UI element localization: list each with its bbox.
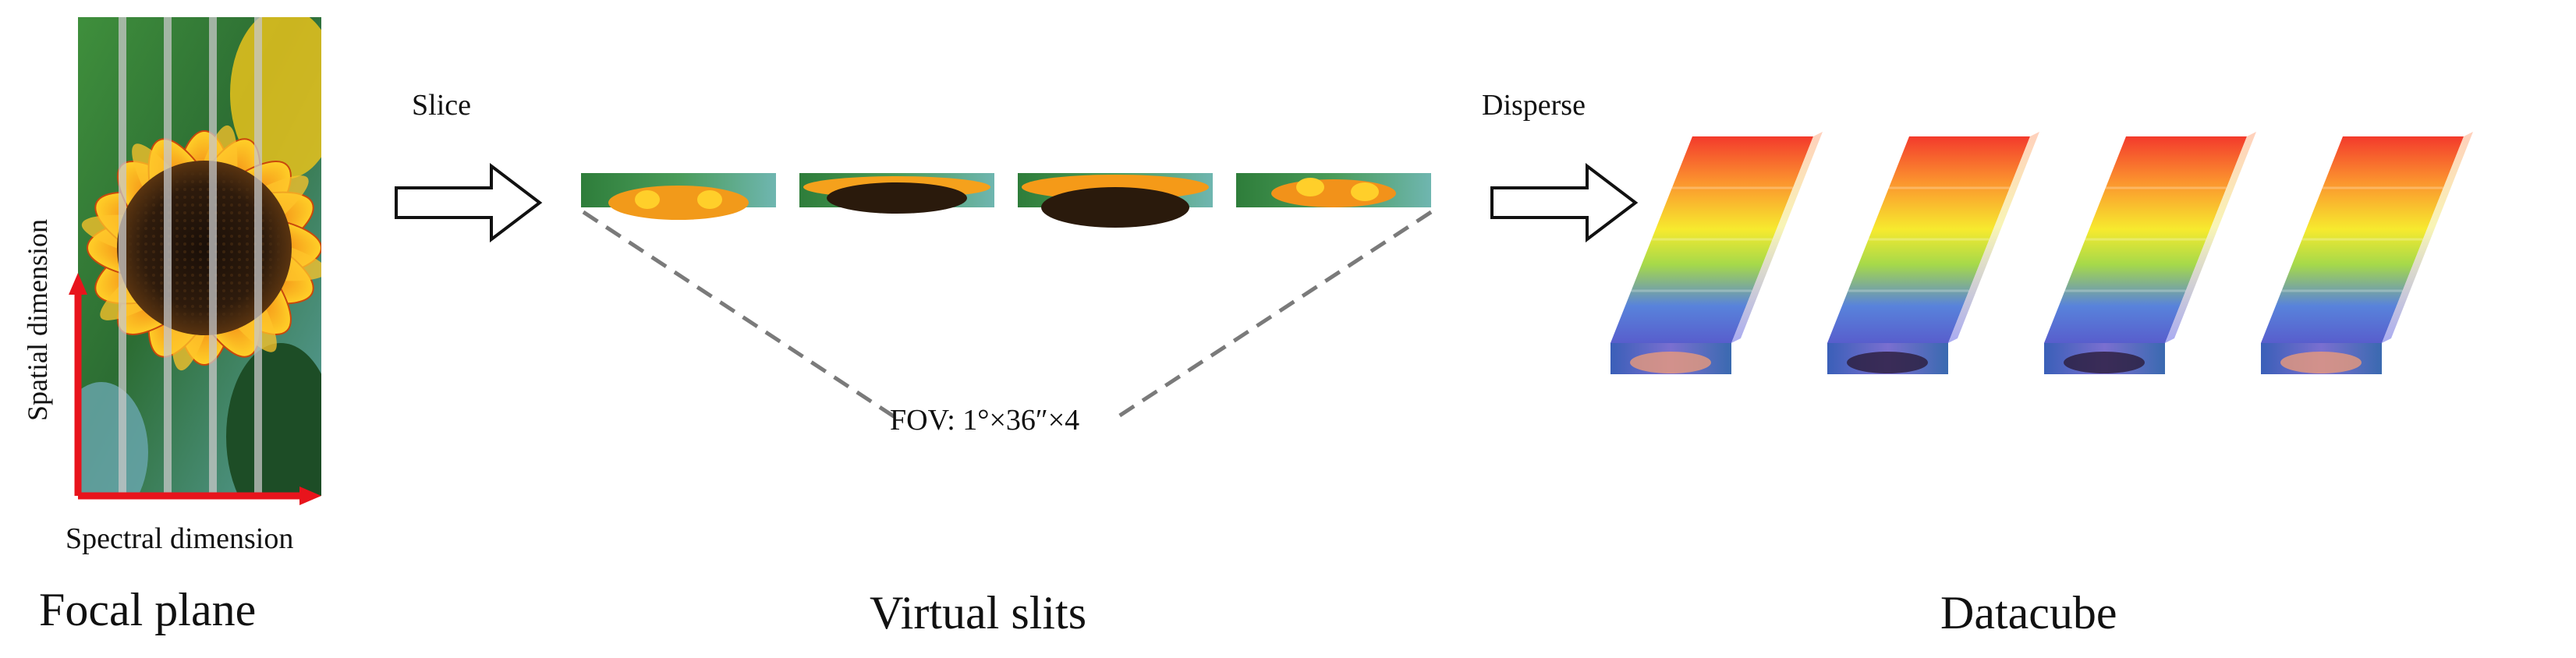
datacube-slab-2: [1827, 132, 2039, 374]
focal-plane-image: [69, 17, 321, 505]
virtual-slits: [581, 173, 1433, 423]
datacube-slab-4: [2261, 132, 2473, 374]
focal-plane-caption: Focal plane: [39, 584, 257, 635]
slit-3: [1018, 173, 1213, 228]
slice-label: Slice: [412, 89, 471, 122]
datacube-slab-3: [2044, 132, 2256, 374]
slit-4: [1236, 173, 1431, 207]
fov-dashed-lines: [582, 210, 1433, 423]
disperse-arrow-icon: [1490, 162, 1639, 243]
datacube: [1610, 132, 2473, 374]
slit-1: [581, 173, 776, 220]
datacube-caption: Datacube: [1940, 587, 2117, 639]
datacube-slab-1: [1610, 132, 1823, 374]
spectral-axis-arrow: [78, 486, 321, 505]
virtual-slits-caption: Virtual slits: [870, 587, 1087, 639]
slice-arrow-icon: [395, 162, 543, 243]
disperse-label: Disperse: [1482, 89, 1586, 122]
spatial-dimension-label: Spatial dimension: [22, 219, 53, 421]
spectral-dimension-label: Spectral dimension: [66, 522, 294, 555]
slit-2: [799, 173, 994, 214]
spatial-axis-arrow: [69, 273, 87, 496]
fov-label: FOV: 1°×36″×4: [890, 404, 1080, 437]
